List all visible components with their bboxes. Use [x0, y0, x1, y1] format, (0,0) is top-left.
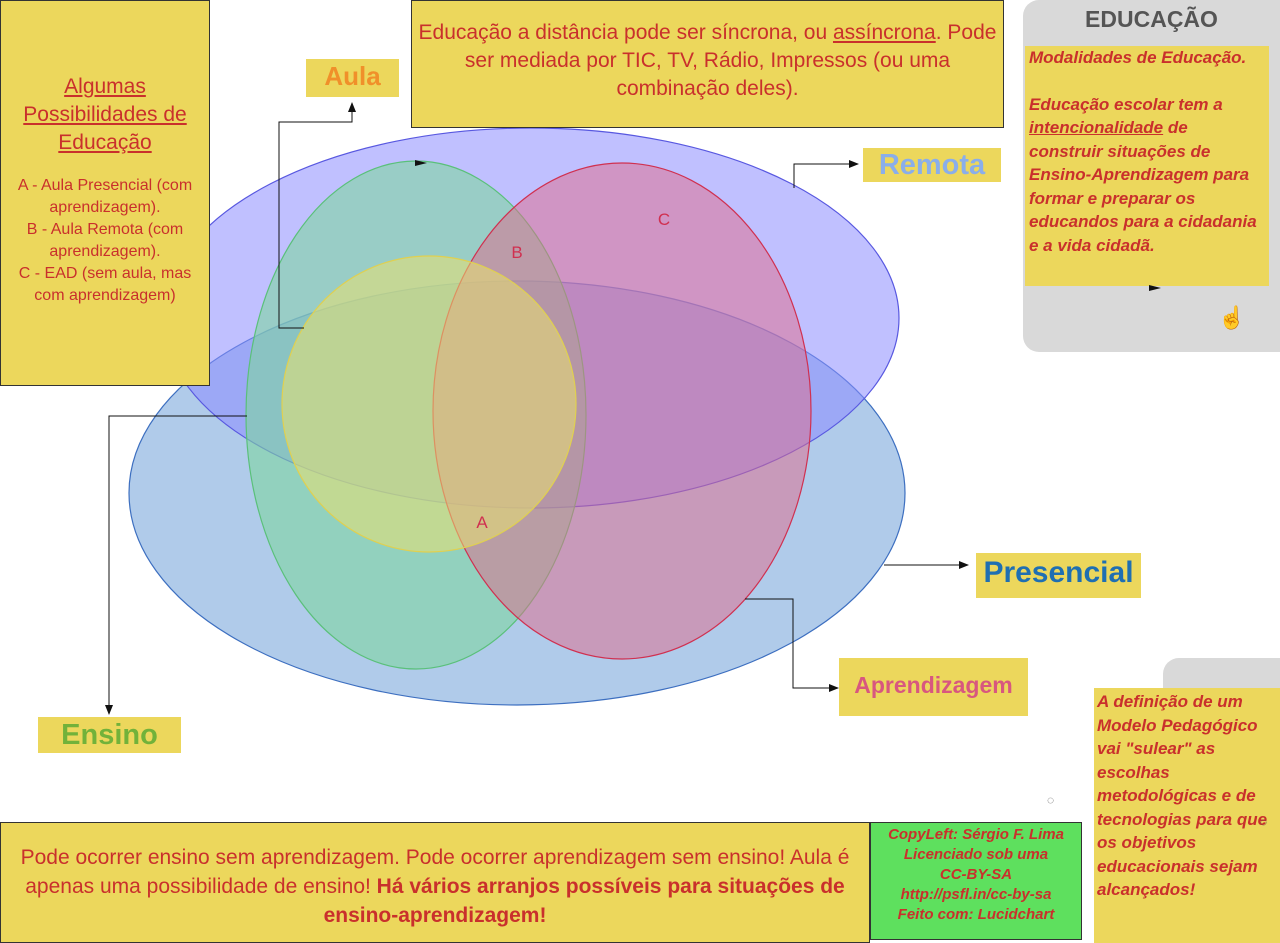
- possibilities-list: A - Aula Presencial (com aprendizagem). …: [1, 175, 209, 307]
- pointer-icon: ◌: [1047, 793, 1055, 807]
- teaching-note-text: Pode ocorrer ensino sem aprendizagem. Po…: [20, 846, 850, 898]
- label-presencial: Presencial: [976, 553, 1141, 598]
- connector-aula: [278, 102, 356, 329]
- possibilities-title: Algumas Possibilidades de Educação: [23, 75, 187, 154]
- teaching-note-bold: Há vários arranjos possíveis para situaç…: [323, 875, 845, 927]
- education-panel-title: EDUCAÇÃO: [1085, 6, 1218, 32]
- education-definition: Educação escolar tem a intencionalidade …: [1029, 94, 1257, 255]
- region-label-a: A: [476, 513, 488, 532]
- distance-note-text-end: . Pode ser mediada por TIC, TV, Rádio, I…: [464, 21, 997, 100]
- region-label-b: B: [511, 243, 522, 262]
- possibilities-note: Algumas Possibilidades de Educação A - A…: [0, 0, 210, 386]
- aula-set: [281, 255, 577, 553]
- teaching-learning-note: Pode ocorrer ensino sem aprendizagem. Po…: [0, 822, 870, 943]
- education-panel: EDUCAÇÃO Modalidades de Educação. Educaç…: [1023, 0, 1280, 352]
- region-label-c: C: [658, 210, 670, 229]
- label-aula: Aula: [306, 59, 399, 97]
- pointer-icon: ◌: [1260, 815, 1268, 829]
- possibility-item: A - Aula Presencial (com aprendizagem).: [17, 177, 193, 216]
- panel-arrow-icon: [1149, 285, 1161, 291]
- copyleft-tool: Feito com: Lucidchart: [897, 906, 1055, 923]
- distance-note-text: Educação a distância pode ser síncrona, …: [418, 21, 833, 44]
- label-aprendizagem: Aprendizagem: [839, 658, 1028, 716]
- education-modalities: Modalidades de Educação.: [1029, 48, 1247, 67]
- possibility-item: C - EAD (sem aula, mas com aprendizagem): [18, 265, 192, 304]
- copyleft-author: CopyLeft: Sérgio F. Lima: [888, 826, 1064, 843]
- hand-cursor-icon: ☝: [1218, 305, 1246, 330]
- education-panel-body: Modalidades de Educação. Educação escola…: [1025, 46, 1269, 286]
- connector-ensino: [105, 415, 247, 715]
- distance-note-underlined: assíncrona: [832, 21, 936, 44]
- distance-education-note: Educação a distância pode ser síncrona, …: [411, 0, 1004, 128]
- label-remota: Remota: [863, 148, 1001, 182]
- possibility-item: B - Aula Remota (com aprendizagem).: [26, 221, 184, 260]
- connector-aprendizagem: [745, 598, 839, 692]
- pedagogical-model-note: A definição de um Modelo Pedagógico vai …: [1094, 688, 1280, 943]
- arrowhead-top: [415, 160, 427, 166]
- copyleft-url: http://psfl.in/cc-by-sa: [900, 886, 1052, 903]
- copyleft-note: CopyLeft: Sérgio F. Lima Licenciado sob …: [870, 822, 1082, 940]
- copyleft-license-line: Licenciado sob uma: [903, 846, 1049, 863]
- connector-remota: [793, 160, 859, 188]
- label-ensino: Ensino: [38, 717, 181, 753]
- copyleft-license: CC-BY-SA: [939, 866, 1013, 883]
